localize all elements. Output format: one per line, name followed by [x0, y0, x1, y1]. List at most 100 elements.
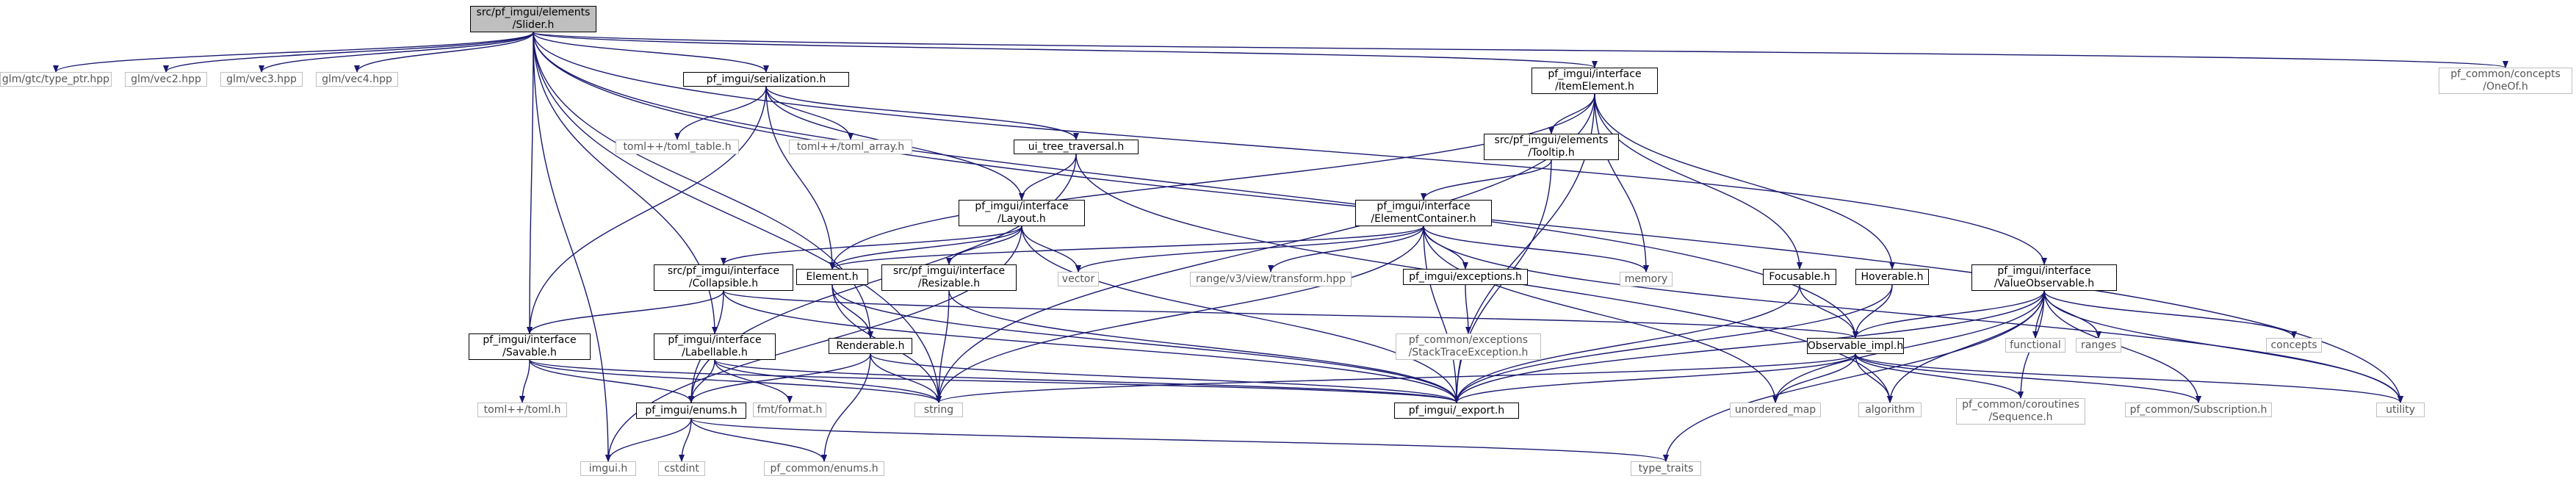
node-element-h[interactable]: Element.h: [796, 269, 868, 285]
edge-n14-n37: [1423, 226, 1460, 403]
edge-n1-n5: [354, 32, 534, 73]
node-ranges: ranges: [2076, 338, 2121, 353]
edge-n29-n40: [1855, 353, 2024, 399]
node-toml-toml-array-h: toml++/toml_array.h: [789, 140, 912, 154]
edge-n24-n29: [1852, 290, 2045, 339]
node-toml-toml-table-h: toml++/toml_table.h: [616, 140, 739, 154]
node-glm-vec4-hpp: glm/vec4.hpp: [316, 72, 398, 87]
edge-n29-n37: [1454, 353, 1856, 403]
edge-n13-n37: [1021, 226, 1460, 403]
node-src-pf-imgui-interface-collapsible-h[interactable]: src/pf_imgui/interface /Collapsible.h: [654, 264, 793, 291]
node-pf-imgui-interface-savable-h[interactable]: pf_imgui/interface /Savable.h: [469, 333, 591, 360]
node-src-pf-imgui-interface-resizable-h[interactable]: src/pf_imgui/interface /Resizable.h: [881, 264, 1017, 291]
node-concepts: concepts: [2266, 338, 2322, 353]
edge-n6-n10: [765, 86, 854, 140]
edge-n6-n25: [527, 86, 767, 334]
edge-n13-n15: [721, 226, 1022, 265]
edge-n22-n29: [1799, 284, 1858, 339]
edge-n25-n34: [529, 359, 694, 403]
node-hoverable-h[interactable]: Hoverable.h: [1855, 269, 1929, 285]
edge-n1-n43: [533, 32, 611, 462]
edge-n14-n16: [829, 226, 1424, 270]
edge-n14-n18: [1075, 226, 1424, 273]
edge-n25-n36: [529, 359, 942, 403]
node-src-pf-imgui-elements-tooltip-h[interactable]: src/pf_imgui/elements /Tooltip.h: [1484, 134, 1619, 160]
edge-n34-n44: [679, 418, 692, 462]
node-pf-imgui-interface-layout-h[interactable]: pf_imgui/interface /Layout.h: [959, 200, 1085, 226]
edge-n16-n27: [831, 284, 873, 339]
edge-n23-n29: [1852, 284, 1893, 339]
edge-n6-n11: [765, 86, 1079, 140]
node-string: string: [914, 403, 963, 417]
edge-n24-n37: [1454, 290, 2045, 403]
node-pf-imgui-interface-elementcontainer-h[interactable]: pf_imgui/interface /ElementContainer.h: [1355, 200, 1492, 226]
edge-n25-n33: [519, 359, 530, 403]
node-type-traits: type_traits: [1631, 461, 1701, 476]
edge-n6-n9: [674, 86, 767, 140]
node-focusable-h[interactable]: Focusable.h: [1763, 269, 1836, 285]
edge-n34-n45: [690, 418, 827, 462]
node-utility: utility: [2376, 403, 2425, 417]
edge-n29-n41: [1855, 353, 2201, 403]
edge-n34-n46: [690, 418, 1669, 462]
edge-n15-n37: [723, 290, 1460, 403]
node-ui-tree-traversal-h[interactable]: ui_tree_traversal.h: [1014, 140, 1139, 154]
edge-n22-n37: [1454, 284, 1800, 403]
node-toml-toml-h: toml++/toml.h: [477, 403, 567, 417]
edge-n1-n24: [533, 32, 2047, 265]
node-pf-common-coroutines-sequence-h: pf_common/coroutines /Sequence.h: [1956, 398, 2085, 425]
edge-n13-n18: [1021, 226, 1081, 273]
node-pf-imgui-exceptions-h[interactable]: pf_imgui/exceptions.h: [1403, 269, 1528, 285]
node-src-pf-imgui-elements-slider-h[interactable]: src/pf_imgui/elements /Slider.h: [470, 6, 596, 32]
edge-n1-n2: [53, 32, 534, 73]
edge-n14-n36: [936, 226, 1424, 403]
node-pf-imgui-interface-labellable-h[interactable]: pf_imgui/interface /Labellable.h: [654, 333, 776, 360]
node-glm-vec2-hpp: glm/vec2.hpp: [125, 72, 207, 87]
node-observable-impl-h[interactable]: Observable_impl.h: [1807, 338, 1904, 354]
edge-n15-n29: [723, 290, 1858, 339]
edge-n7-n12: [1548, 93, 1595, 134]
edge-n14-n21: [1423, 226, 1649, 273]
node-pf-common-exceptions-stacktraceexception-h: pf_common/exceptions /StackTraceExceptio…: [1396, 333, 1541, 360]
edge-n27-n34: [688, 353, 871, 403]
edge-n15-n25: [527, 290, 724, 334]
edge-n27-n36: [870, 353, 942, 403]
node-functional: functional: [2005, 338, 2066, 353]
node-pf-imgui-export-h[interactable]: pf_imgui/_export.h: [1394, 403, 1519, 419]
node-algorithm: algorithm: [1858, 403, 1922, 417]
edge-n24-n42: [2043, 290, 2403, 403]
edge-n24-n46: [1663, 290, 2045, 462]
edge-n27-n37: [870, 353, 1460, 403]
edge-n29-n42: [1855, 353, 2403, 403]
edge-n26-n34: [688, 359, 715, 403]
edge-layer: [53, 32, 2508, 462]
edge-n25-n37: [529, 359, 1460, 403]
edge-n26-n36: [714, 359, 942, 403]
edge-n26-n37: [714, 359, 1460, 403]
edge-n34-n43: [605, 418, 692, 462]
edge-n7-n21: [1594, 93, 1649, 273]
node-glm-vec3-hpp: glm/vec3.hpp: [220, 72, 303, 87]
edge-n23-n37: [1454, 284, 1893, 403]
edge-n27-n45: [821, 353, 871, 462]
node-fmt-format-h: fmt/format.h: [753, 403, 826, 417]
edge-n29-n39: [1855, 353, 1893, 403]
edge-n7-n22: [1594, 93, 1803, 270]
node-renderable-h[interactable]: Renderable.h: [829, 338, 912, 354]
edge-n1-n8: [533, 32, 2508, 68]
edge-n17-n36: [936, 290, 950, 403]
node-pf-imgui-interface-valueobservable-h[interactable]: pf_imgui/interface /ValueObservable.h: [1971, 264, 2117, 291]
edge-n1-n6: [533, 32, 769, 73]
edge-n1-n7: [533, 32, 1598, 68]
edge-n7-n16: [829, 93, 1595, 270]
node-memory: memory: [1620, 272, 1673, 286]
node-pf-imgui-serialization-h[interactable]: pf_imgui/serialization.h: [683, 72, 849, 87]
node-pf-imgui-enums-h[interactable]: pf_imgui/enums.h: [636, 403, 746, 419]
node-imgui-h: imgui.h: [580, 461, 636, 476]
edge-n20-n28: [1465, 284, 1471, 334]
edge-n17-n37: [948, 290, 1460, 403]
edge-n14-n38: [1423, 226, 1778, 403]
node-pf-imgui-interface-itemelement-h[interactable]: pf_imgui/interface /ItemElement.h: [1531, 68, 1658, 94]
node-range-v3-view-transform-hpp: range/v3/view/transform.hpp: [1190, 272, 1352, 286]
